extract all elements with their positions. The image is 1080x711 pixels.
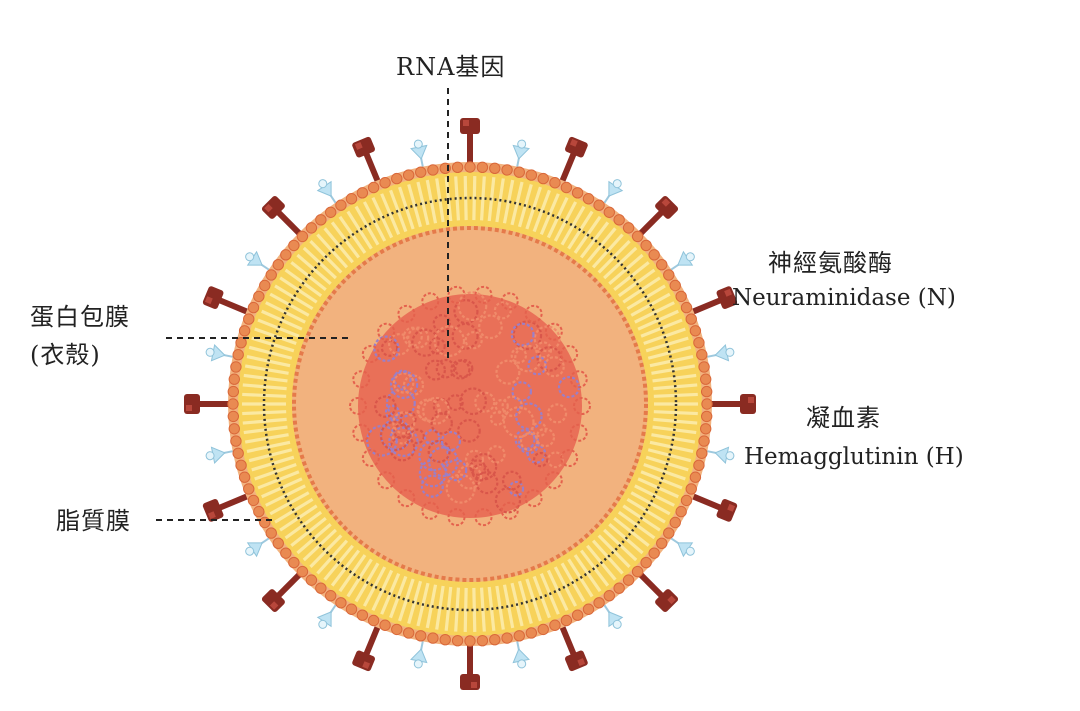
rna-gene-label: RNA基因 xyxy=(396,52,505,82)
hemagglutinin-label-en: Hemagglutinin (H) xyxy=(744,443,964,472)
neuraminidase-spike-icon xyxy=(509,638,530,670)
hemagglutinin-spike-icon xyxy=(184,394,232,414)
neuraminidase-spike-icon xyxy=(509,139,530,171)
hemagglutinin-spike-icon xyxy=(460,642,480,690)
neuraminidase-spike-icon xyxy=(205,344,237,365)
protein-capsid-label: 蛋白包膜 xyxy=(30,302,130,332)
lipid-membrane-label: 脂質膜 xyxy=(56,506,131,536)
hemagglutinin-spike-icon xyxy=(708,394,756,414)
neuraminidase-spike-icon xyxy=(205,443,237,464)
neuraminidase-label-en: Neuraminidase (N) xyxy=(732,284,956,313)
capsid-sublabel: (衣殼) xyxy=(30,340,101,370)
neuraminidase-spike-icon xyxy=(410,139,431,171)
rna-core-blob xyxy=(358,294,582,518)
hemagglutinin-spike-icon xyxy=(460,118,480,166)
neuraminidase-spike-icon xyxy=(410,638,431,670)
neuraminidase-label-zh: 神經氨酸酶 xyxy=(768,248,893,278)
neuraminidase-spike-icon xyxy=(704,344,736,365)
neuraminidase-spike-icon xyxy=(704,443,736,464)
hemagglutinin-label-zh: 凝血素 xyxy=(806,403,881,433)
